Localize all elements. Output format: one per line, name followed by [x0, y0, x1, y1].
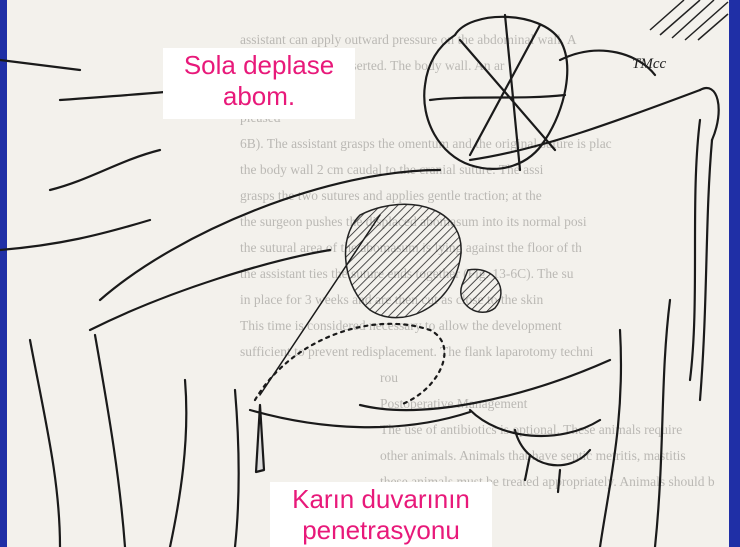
label-top-line-2: abom.	[163, 81, 355, 112]
displaced-abomasum-label: Sola deplase abom.	[163, 48, 355, 119]
artist-signature: TMcc	[632, 56, 666, 72]
background-text-line: rou	[380, 370, 398, 385]
background-text-line: This time is considered necessary to all…	[240, 318, 562, 333]
background-text-line: other animals. Animals that have septic …	[380, 448, 686, 463]
abdominal-wall-penetration-label: Karın duvarının penetrasyonu	[270, 482, 492, 547]
label-bottom-line-1: Karın duvarının	[270, 484, 492, 515]
background-text-line: 6B). The assistant grasps the omentum an…	[240, 136, 612, 151]
background-text-line: grasps the two sutures and applies gentl…	[240, 188, 542, 203]
label-bottom-line-2: penetrasyonu	[270, 515, 492, 546]
label-top-line-1: Sola deplase	[163, 50, 355, 81]
background-text-line: assistant can apply outward pressure on …	[240, 32, 577, 47]
background-text-line: Postoperative Management	[380, 396, 528, 411]
